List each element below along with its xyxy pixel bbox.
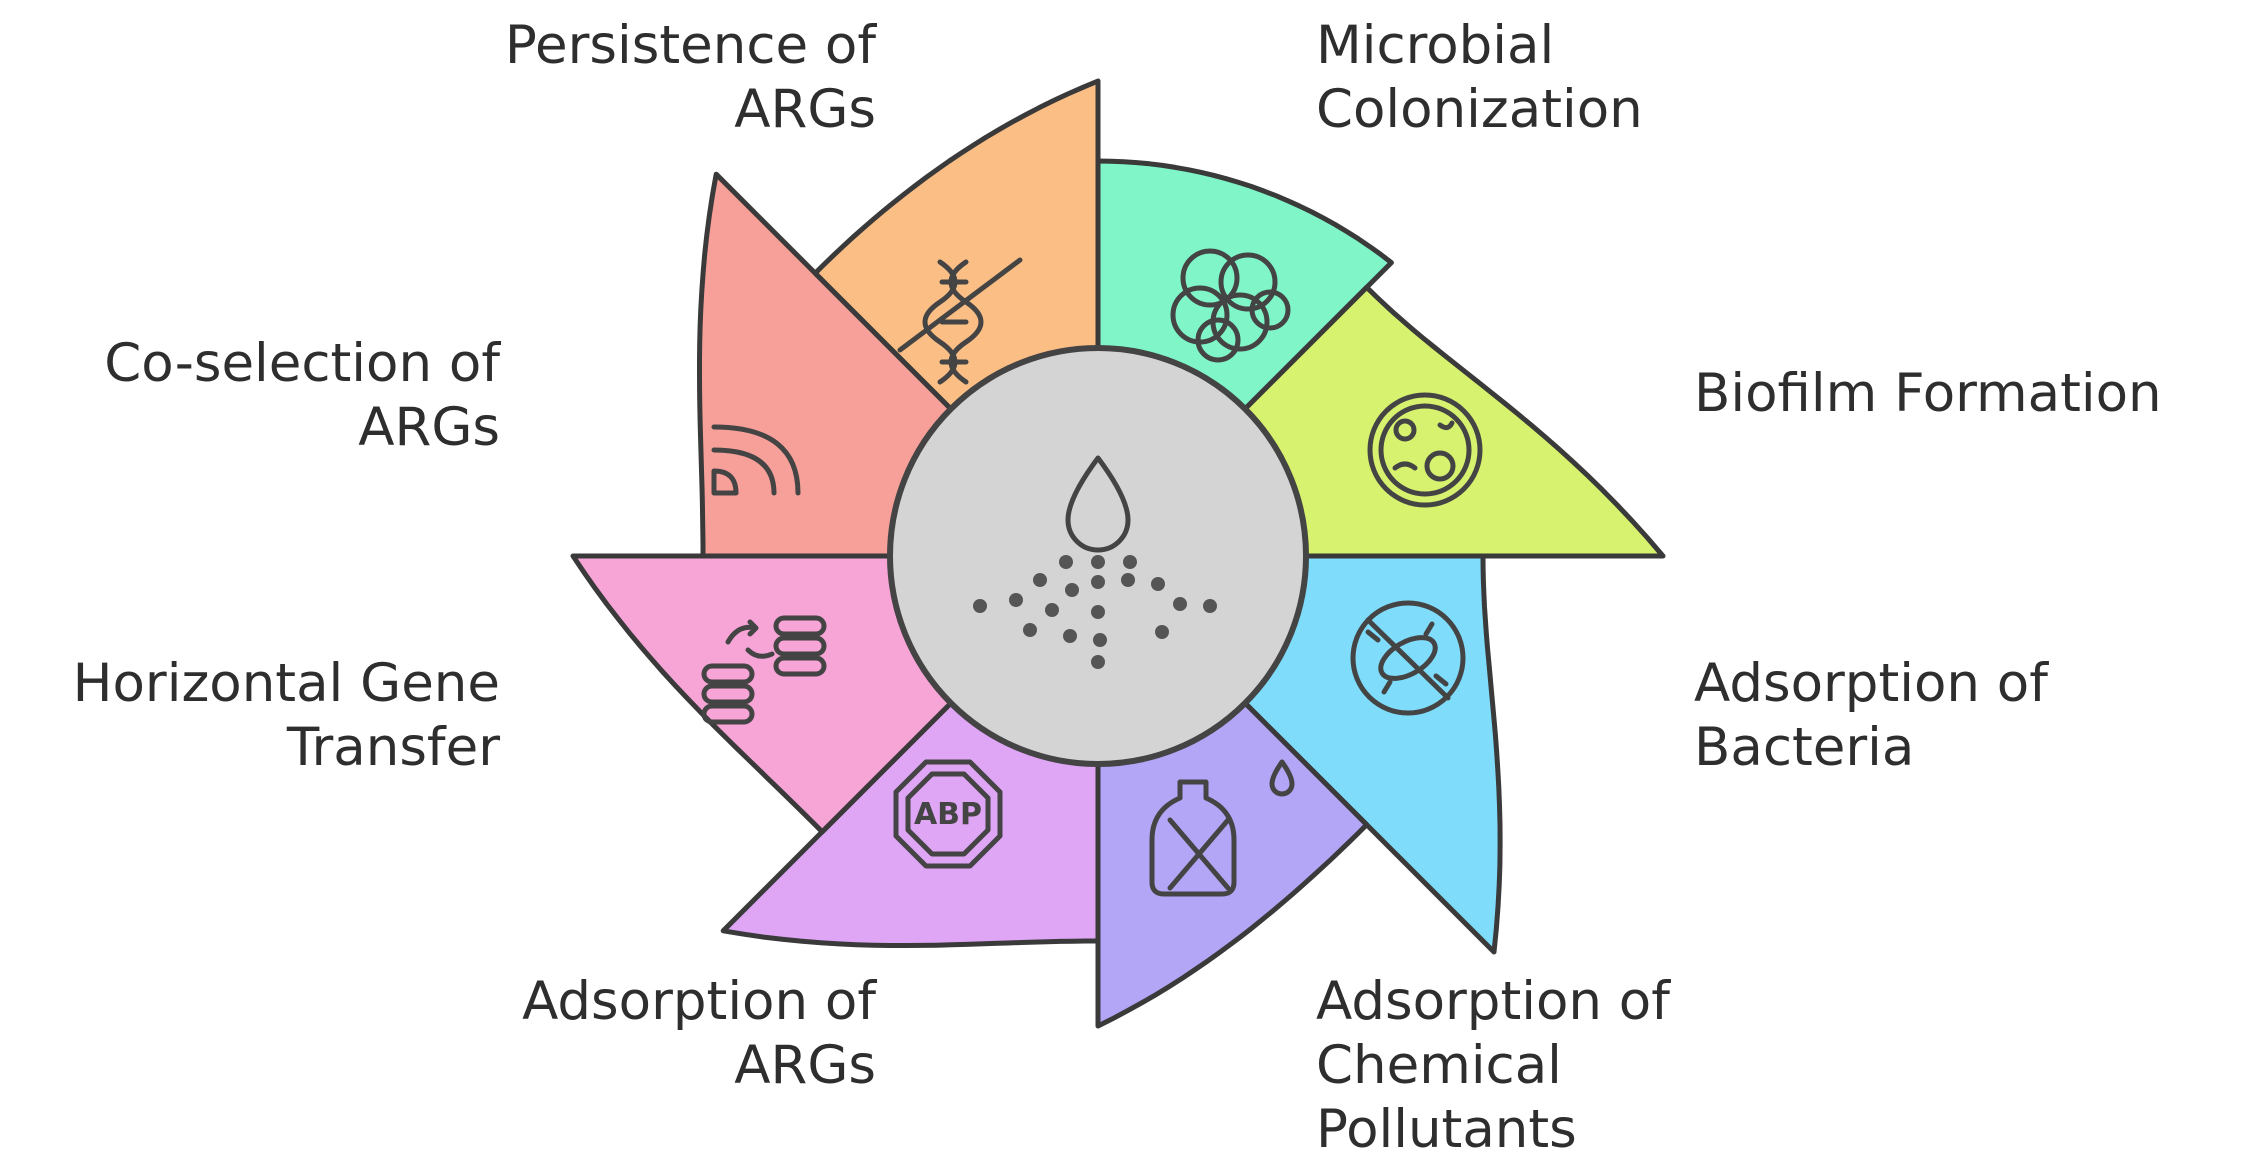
signal-waves-icon [711, 424, 801, 496]
abp-icon-text: ABP [914, 797, 982, 832]
no-bacteria-icon [1350, 600, 1466, 716]
water-drop-particles-icon [973, 455, 1217, 669]
label-biofilm-formation: Biofilm Formation [1694, 363, 2162, 424]
cell-cluster-icon [1170, 248, 1291, 363]
no-dna-icon [897, 257, 1023, 385]
data-transfer-icon [701, 615, 827, 725]
center-disc [887, 345, 1309, 767]
bacteria-cell-icon [1367, 392, 1483, 508]
abp-stop-sign-icon [893, 759, 1003, 869]
no-chemical-bottle-icon [1149, 759, 1295, 897]
